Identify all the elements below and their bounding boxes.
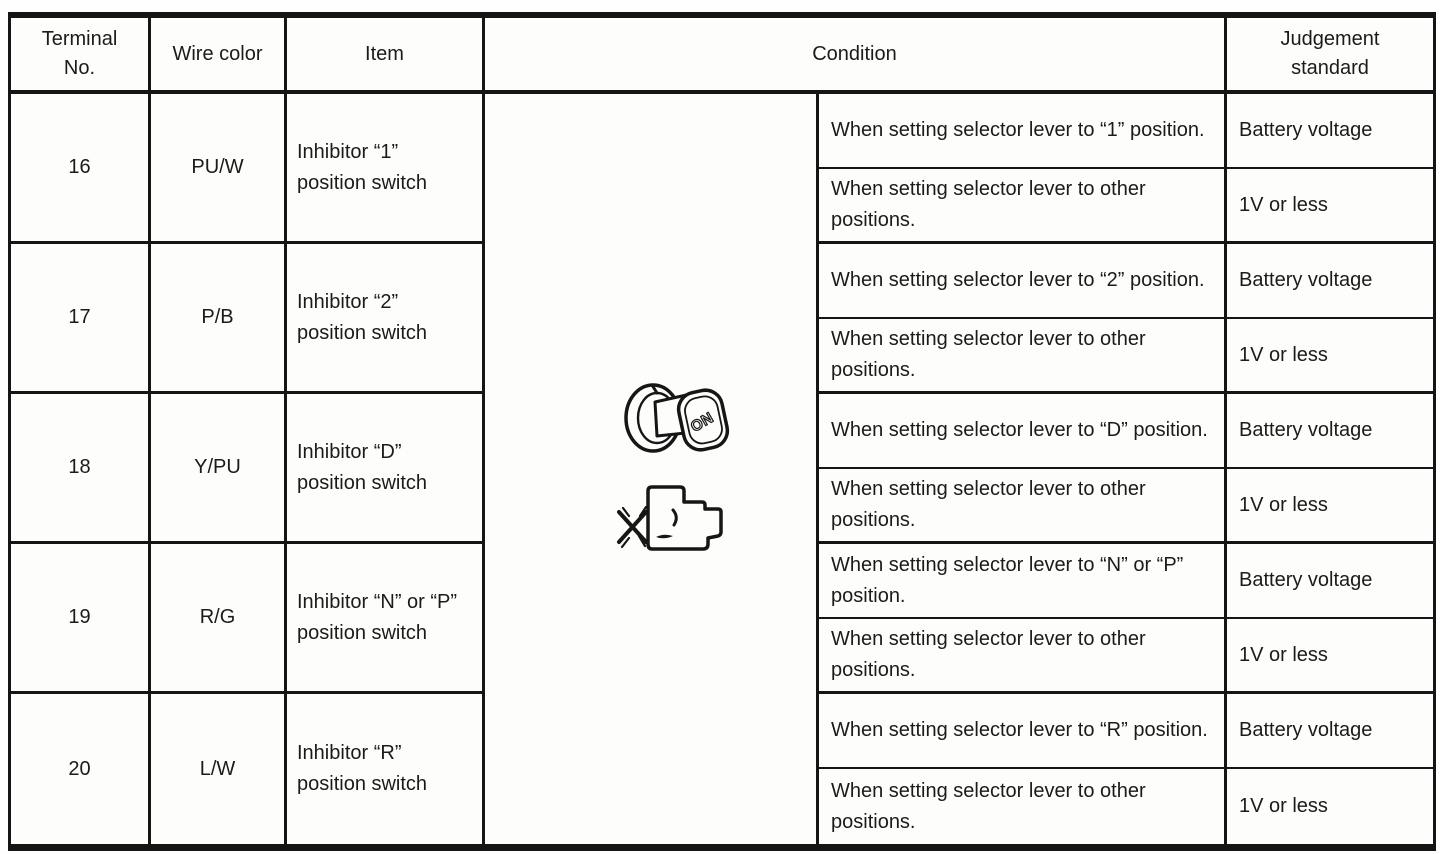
condition-cell: When setting selector lever to “R” posit… [819, 694, 1227, 769]
judgement-cell: 1V or less [1227, 619, 1433, 694]
connector-disconnected-icon [616, 485, 723, 551]
wire-color-cell: L/W [151, 694, 287, 844]
judgement-cell: Battery voltage [1227, 244, 1433, 319]
terminal-check-table: Terminal No. Wire color Item Condition J… [8, 12, 1436, 851]
terminal-cell: 17 [11, 244, 151, 394]
judgement-cell: 1V or less [1227, 319, 1433, 394]
condition-cell: When setting selector lever to “N” or “P… [819, 544, 1227, 619]
condition-illustration-cell: ON [485, 94, 819, 844]
wire-color-cell: Y/PU [151, 394, 287, 544]
wire-color-header: Wire color [151, 18, 287, 94]
condition-header: Condition [485, 18, 1227, 94]
item-cell: Inhibitor “2” position switch [287, 244, 485, 394]
ignition-switch-on-icon: ON [623, 383, 729, 453]
judgement-cell: Battery voltage [1227, 694, 1433, 769]
judgement-standard-header: Judgement standard [1227, 18, 1433, 94]
condition-cell: When setting selector lever to other pos… [819, 769, 1227, 844]
judgement-cell: Battery voltage [1227, 394, 1433, 469]
terminal-cell: 19 [11, 544, 151, 694]
judgement-cell: Battery voltage [1227, 544, 1433, 619]
wire-color-cell: PU/W [151, 94, 287, 244]
condition-cell: When setting selector lever to other pos… [819, 469, 1227, 544]
wire-color-cell: P/B [151, 244, 287, 394]
judgement-cell: Battery voltage [1227, 94, 1433, 169]
condition-cell: When setting selector lever to other pos… [819, 619, 1227, 694]
terminal-cell: 18 [11, 394, 151, 544]
item-cell: Inhibitor “1” position switch [287, 94, 485, 244]
item-cell: Inhibitor “R” position switch [287, 694, 485, 844]
condition-cell: When setting selector lever to other pos… [819, 319, 1227, 394]
condition-cell: When setting selector lever to “1” posit… [819, 94, 1227, 169]
terminal-no-header: Terminal No. [11, 18, 151, 94]
judgement-cell: 1V or less [1227, 469, 1433, 544]
item-header: Item [287, 18, 485, 94]
condition-cell: When setting selector lever to “D” posit… [819, 394, 1227, 469]
condition-cell: When setting selector lever to “2” posit… [819, 244, 1227, 319]
item-cell: Inhibitor “N” or “P” position switch [287, 544, 485, 694]
terminal-cell: 16 [11, 94, 151, 244]
judgement-cell: 1V or less [1239, 795, 1328, 817]
item-cell: Inhibitor “D” position switch [287, 394, 485, 544]
terminal-cell: 20 [11, 694, 151, 844]
judgement-cell: 1V or less [1227, 169, 1433, 244]
wire-color-cell: R/G [151, 544, 287, 694]
condition-cell: When setting selector lever to other pos… [819, 169, 1227, 244]
